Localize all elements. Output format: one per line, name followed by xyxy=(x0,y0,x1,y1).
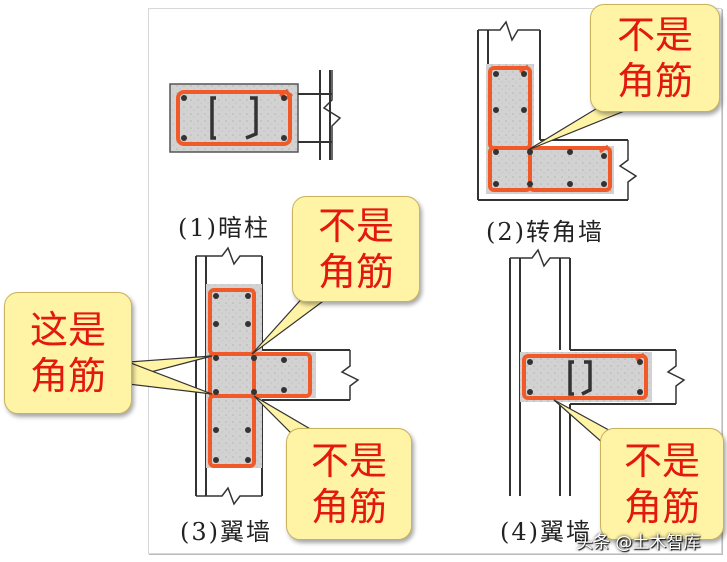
caption-wing-wall-3: (3)翼墙 xyxy=(180,518,272,546)
panel-4-wing-wall xyxy=(509,248,686,496)
callout-not-corner-bar-bottom-right: 不是 角筋 xyxy=(600,428,724,540)
callout-line-2: 角筋 xyxy=(29,354,106,398)
panel-2-corner-wall xyxy=(477,20,638,201)
callout-line-1: 不是 xyxy=(616,13,693,57)
callout-line-2: 角筋 xyxy=(317,250,394,294)
callout-line-1: 不是 xyxy=(317,204,394,248)
callout-line-2: 角筋 xyxy=(310,485,387,529)
callout-line-1: 不是 xyxy=(310,439,387,483)
panel-3-wing-wall xyxy=(195,246,360,506)
callout-not-corner-bar-top-right: 不是 角筋 xyxy=(590,4,720,112)
caption-corner-wall: (2)转角墙 xyxy=(486,218,604,246)
caption-hidden-column: (1)暗柱 xyxy=(178,214,270,242)
callout-is-corner-bar: 这是 角筋 xyxy=(4,292,132,414)
callout-line-1: 不是 xyxy=(623,439,700,483)
caption-wing-wall-4: (4)翼墙 xyxy=(500,518,592,546)
callout-not-corner-bar-middle: 不是 角筋 xyxy=(292,196,420,302)
panel-1-hidden-column xyxy=(169,70,342,160)
callout-line-2: 角筋 xyxy=(616,59,693,103)
watermark-text: 头条 @土木智库 xyxy=(576,533,701,553)
callout-line-1: 这是 xyxy=(29,308,106,352)
callout-not-corner-bar-bottom-middle: 不是 角筋 xyxy=(286,428,412,540)
callout-line-2: 角筋 xyxy=(623,485,700,529)
